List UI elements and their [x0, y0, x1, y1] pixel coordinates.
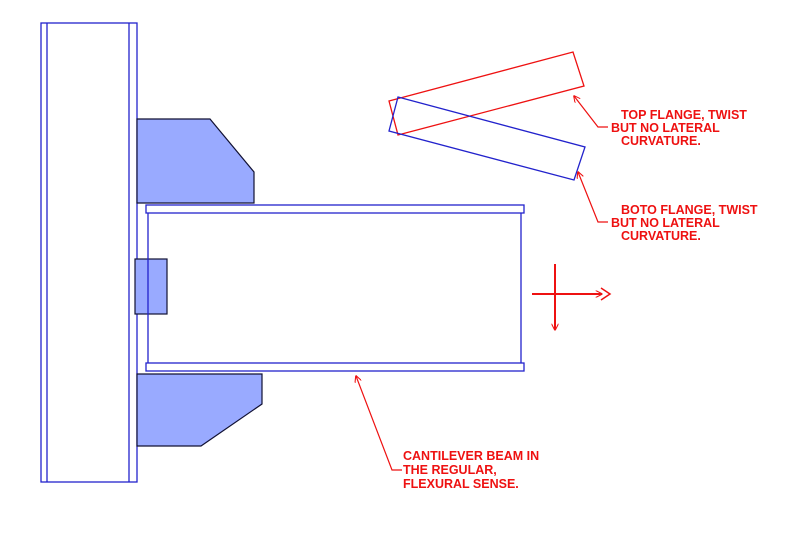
- bottom-gusset-bracket: [136, 373, 263, 447]
- cantilever-beam-label: CANTILEVER BEAM IN THE REGULAR, FLEXURAL…: [403, 449, 543, 491]
- web-connection-block: [134, 258, 168, 315]
- cantilever-beam: [145, 204, 525, 372]
- beam-bottom-flange: [145, 362, 525, 372]
- top-gusset-bracket: [136, 118, 255, 204]
- lateral-arrow-double-head: [600, 287, 612, 301]
- top-flange-leader: [574, 96, 608, 128]
- bottom-flange-leader: [578, 172, 608, 223]
- twisted-bottom-flange: [388, 96, 586, 181]
- cantilever-leader: [356, 376, 402, 471]
- column: [40, 22, 138, 483]
- twisted-top-flange: [388, 51, 585, 136]
- force-arrows: [532, 264, 612, 330]
- bottom-flange-label: BOTO FLANGE, TWIST BUT NO LATERAL CURVAT…: [611, 203, 761, 243]
- top-flange-label: TOP FLANGE, TWIST BUT NO LATERAL CURVATU…: [611, 108, 750, 148]
- beam-top-flange: [145, 204, 525, 214]
